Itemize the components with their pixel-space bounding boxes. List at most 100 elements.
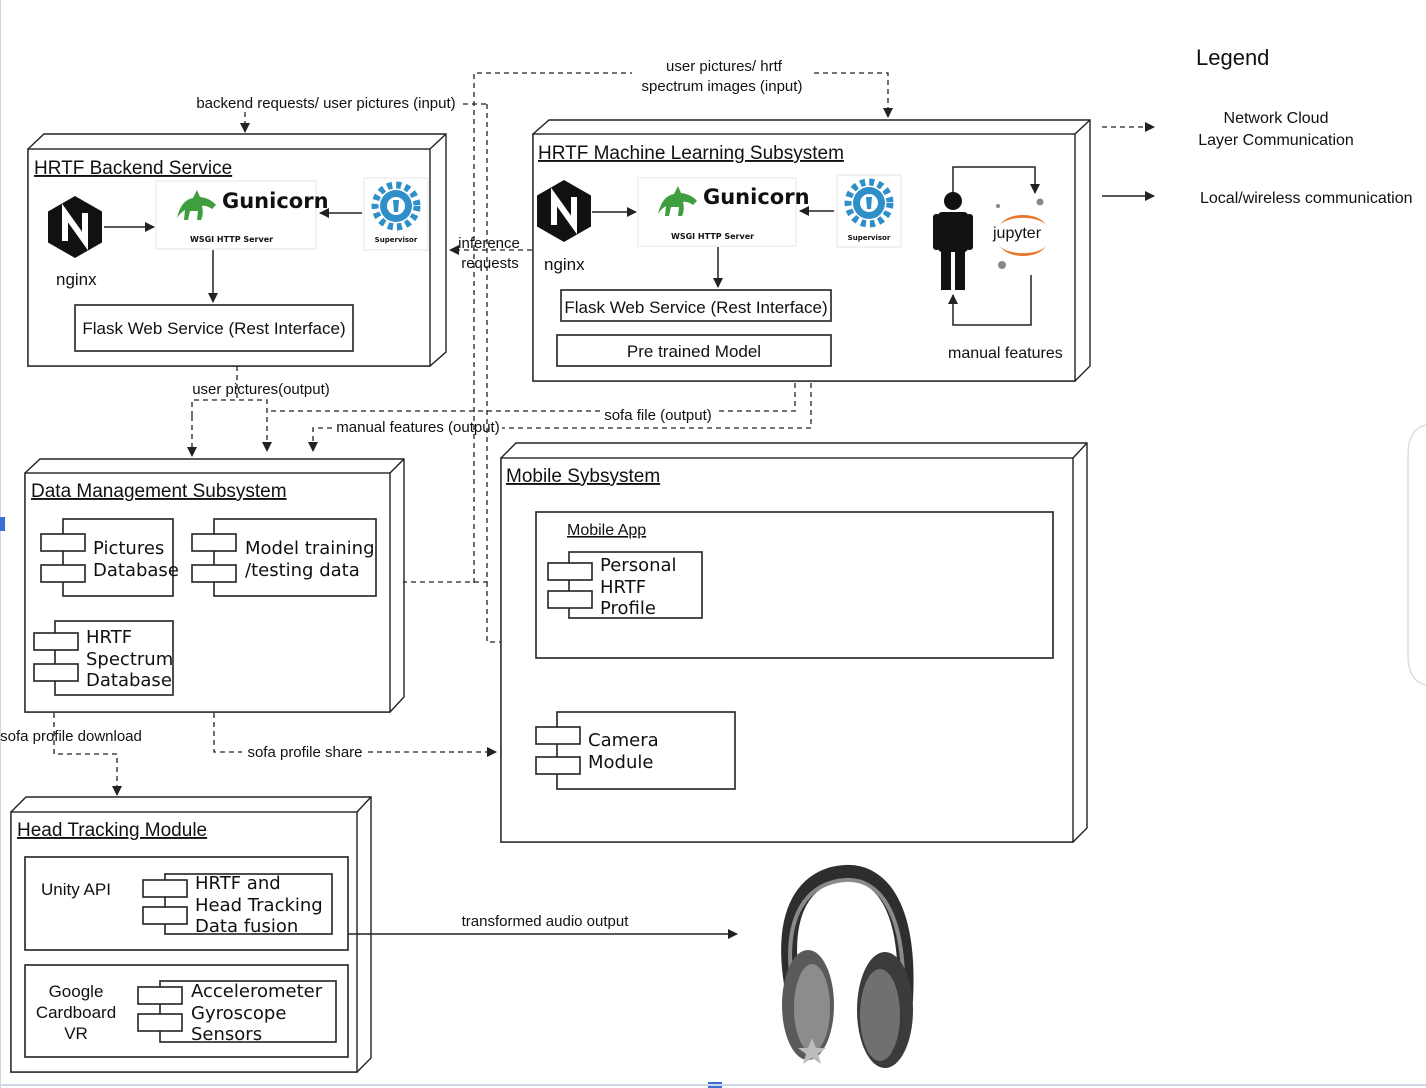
profile-line-3: Profile <box>600 598 656 619</box>
mobile-app-label: Mobile App <box>567 522 646 539</box>
hrtf-backend-service-node: HRTF Backend Service nginx Gunicorn WSGI… <box>27 133 447 367</box>
fusion-line-1: HRTF and <box>195 873 281 894</box>
legend-title: Legend <box>1196 45 1269 70</box>
component-icon <box>142 879 188 898</box>
ml-gunicorn-sub: WSGI HTTP Server <box>671 232 754 241</box>
label-backend-requests: backend requests/ user pictures (input) <box>196 95 455 112</box>
backend-title: HRTF Backend Service <box>34 158 232 179</box>
ml-nginx-label: nginx <box>544 255 585 274</box>
person-icon <box>933 192 973 290</box>
mobile-title: Mobile Sybsystem <box>506 466 660 487</box>
ml-model-label: Pre trained Model <box>627 342 761 361</box>
sensors-line-3: Sensors <box>191 1024 262 1045</box>
hrtf-ml-subsystem-node: HRTF Machine Learning Subsystem nginx Gu… <box>532 119 1091 382</box>
jupyter-to-person-arrow <box>948 275 1032 326</box>
legend: Legend Network Cloud Layer Communication… <box>1102 45 1413 207</box>
component-icon <box>137 986 183 1005</box>
backend-supervisor-label: Supervisor <box>375 236 418 244</box>
edge-sofa-file-right <box>715 383 796 412</box>
component-icon <box>535 756 581 775</box>
person-to-jupyter-arrow <box>952 166 1040 194</box>
legend-dashed-label-1: Network Cloud <box>1224 110 1329 127</box>
component-icon <box>142 906 188 925</box>
data-management-subsystem-node: Data Management Subsystem Pictures Datab… <box>24 458 405 713</box>
ml-title: HRTF Machine Learning Subsystem <box>538 143 844 164</box>
sensors-component: Accelerometer Gyroscope Sensors <box>137 980 337 1045</box>
label-sofa-file: sofa file (output) <box>604 407 712 424</box>
ml-flask-box <box>560 289 832 322</box>
pictures-line-1: Pictures <box>93 538 164 559</box>
ml-flask-label: Flask Web Service (Rest Interface) <box>564 298 827 317</box>
label-audio-output: transformed audio output <box>462 913 630 930</box>
backend-nginx-label: nginx <box>56 270 97 289</box>
label-sofa-download: sofa profile download <box>0 728 142 745</box>
component-icon <box>547 562 593 581</box>
training-data-component: Model training /testing data <box>191 518 377 597</box>
fusion-line-3: Data fusion <box>195 916 298 937</box>
label-sofa-share: sofa profile share <box>247 744 362 761</box>
component-icon <box>191 564 237 583</box>
profile-line-2: HRTF <box>600 577 646 598</box>
side-panel-edge <box>1407 424 1426 686</box>
edge-user-pictures-hrtf-right <box>814 72 893 118</box>
edge-manual-features-left <box>308 427 332 452</box>
backend-gunicorn-label: Gunicorn <box>222 189 329 213</box>
component-icon <box>33 632 79 651</box>
selection-handle-left[interactable] <box>0 517 5 531</box>
component-icon <box>547 590 593 609</box>
fusion-line-2: Head Tracking <box>195 895 323 916</box>
backend-flask-label: Flask Web Service (Rest Interface) <box>82 319 345 338</box>
mobile-subsystem-node: Mobile Sybsystem Mobile App Personal HRT… <box>500 442 1088 843</box>
component-icon <box>40 533 86 552</box>
component-icon <box>191 533 237 552</box>
camera-line-2: Module <box>588 752 653 773</box>
backend-flask-box <box>74 304 354 352</box>
legend-dashed-label-2: Layer Communication <box>1198 132 1354 149</box>
training-line-1: Model training <box>245 538 375 559</box>
label-user-pictures-output: user pictures(output) <box>192 381 330 398</box>
ml-gunicorn-label: Gunicorn <box>703 185 810 209</box>
jupyter-label: jupyter <box>992 225 1042 242</box>
label-inference-2: requests <box>461 255 519 272</box>
camera-line-1: Camera <box>588 730 659 751</box>
training-line-2: /testing data <box>245 560 360 581</box>
pictures-line-2: Database <box>93 560 179 581</box>
spectrum-line-1: HRTF <box>86 627 132 648</box>
legend-solid-label: Local/wireless communication <box>1200 190 1413 207</box>
backend-gunicorn-sub: WSGI HTTP Server <box>190 235 273 244</box>
edges: backend requests/ user pictures (input) … <box>0 58 893 939</box>
component-icon <box>535 726 581 745</box>
backend-gunicorn-card <box>155 180 317 250</box>
spectrum-line-3: Database <box>86 670 172 691</box>
cardboard-line-3: VR <box>64 1024 88 1043</box>
data-title: Data Management Subsystem <box>31 481 287 502</box>
label-user-pictures-hrtf-2: spectrum images (input) <box>642 78 803 95</box>
label-inference-1: inference <box>458 235 520 252</box>
cardboard-line-2: Cardboard <box>36 1003 116 1022</box>
sensors-line-2: Gyroscope <box>191 1003 286 1024</box>
edge-trunk-to-mobile <box>486 582 501 643</box>
spectrum-line-2: Spectrum <box>86 649 173 670</box>
head-tracking-module-node: Head Tracking Module Unity API HRTF and … <box>10 796 372 1073</box>
jupyter-logo-icon: jupyter <box>992 198 1046 269</box>
ml-supervisor-label: Supervisor <box>848 234 891 242</box>
edge-user-pictures-output <box>191 399 272 452</box>
data-fusion-component: HRTF and Head Tracking Data fusion <box>142 873 333 937</box>
label-user-pictures-hrtf-1: user pictures/ hrtf <box>666 58 783 75</box>
profile-line-1: Personal <box>600 555 677 576</box>
head-title: Head Tracking Module <box>17 820 207 841</box>
sensors-line-1: Accelerometer <box>191 981 323 1002</box>
component-icon <box>40 564 86 583</box>
label-manual-features: manual features (output) <box>336 419 499 436</box>
component-icon <box>33 663 79 682</box>
pictures-database-component: Pictures Database <box>40 518 179 597</box>
spectrum-database-component: HRTF Spectrum Database <box>33 620 174 696</box>
edge-user-pictures-hrtf-left <box>473 72 632 583</box>
edge-sofa-download <box>53 713 122 796</box>
personal-hrtf-profile-component: Personal HRTF Profile <box>547 551 703 619</box>
edge-sofa-share-left <box>213 713 242 753</box>
edge-manual-features-right <box>502 383 812 429</box>
ml-gunicorn-card <box>637 177 797 247</box>
ml-model-box <box>556 334 832 367</box>
